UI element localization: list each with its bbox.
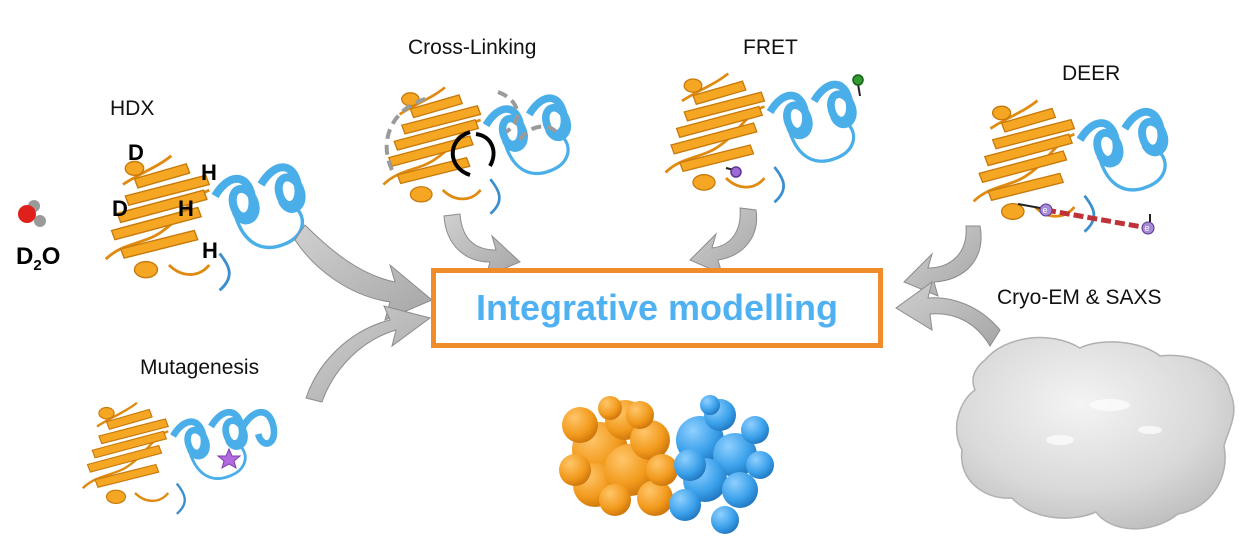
d2o-label: D2O [16,243,60,274]
integrative-modelling-box: Integrative modelling [431,268,883,348]
water-molecule-icon [18,200,46,227]
integrative-model [559,395,774,534]
mutagenesis-helix-protein [240,408,278,447]
label-deer: DEER [1062,62,1121,85]
integrative-modelling-label: Integrative modelling [475,287,839,328]
mutation-star-icon [216,447,242,470]
label-fret: FRET [743,36,798,59]
arrows [294,207,1001,403]
label-mutagenesis: Mutagenesis [140,356,260,379]
arrow-cryoem [895,280,1001,347]
hdx-letter-h3: H [202,238,218,263]
label-hdx: HDX [110,97,155,120]
cryoem-surface [955,336,1235,530]
fret-protein [666,74,854,203]
hdx-letter-h2: H [178,196,194,221]
hdx-letter-d1: D [128,140,144,165]
d2o-subscript: 2 [33,256,42,274]
label-cryo-em-saxs: Cryo-EM & SAXS [997,286,1162,309]
cryoem-highlights [1046,399,1162,445]
deer-spin-left: e [1043,205,1048,215]
hdx-letter-d2: D [112,196,128,221]
crosslink-markers [384,90,558,177]
arrow-fret [689,207,758,275]
deer-markers: e e [1017,203,1155,235]
label-cross-linking: Cross-Linking [408,36,537,59]
deer-spin-right: e [1145,223,1150,233]
d2o-prefix: D [16,243,34,270]
arrow-deer [903,225,982,297]
fret-markers [725,74,864,178]
arrow-hdx [294,224,433,321]
hdx-letter-h1: H [201,160,217,185]
arrow-mutagenesis [305,305,432,403]
arrow-crosslink [443,213,521,277]
d2o-suffix: O [41,243,61,270]
